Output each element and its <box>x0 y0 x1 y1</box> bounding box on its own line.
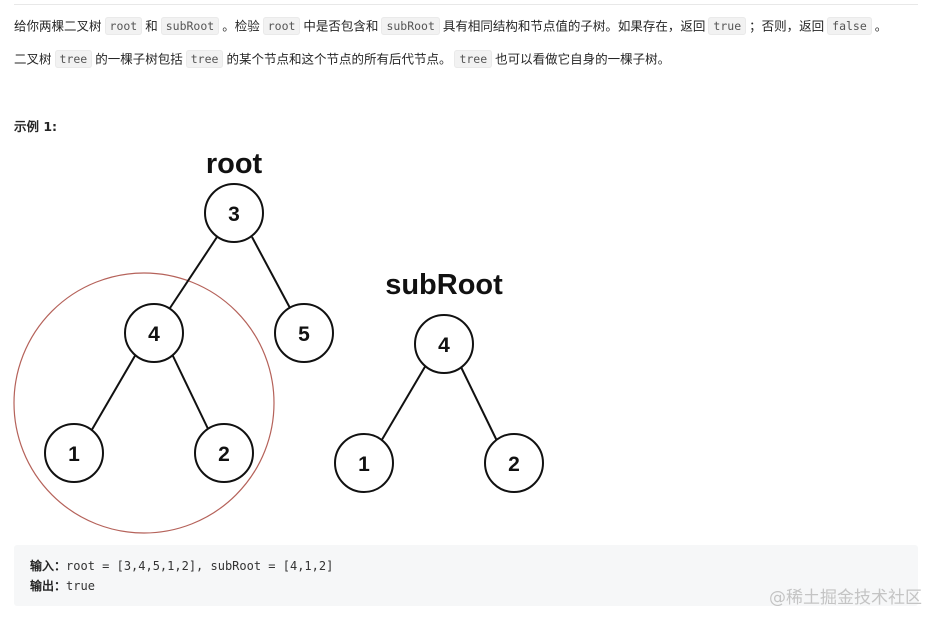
desc-text: 中是否包含和 <box>303 18 379 34</box>
tree-node: 4 <box>414 314 474 374</box>
desc-text: 和 <box>145 18 158 34</box>
desc-text: 的一棵子树包括 <box>95 51 183 67</box>
inline-code: true <box>708 17 747 35</box>
node-value: 4 <box>438 334 450 357</box>
node-value: 1 <box>68 443 80 466</box>
node-value: 4 <box>148 323 160 346</box>
tree-node: 5 <box>274 303 334 363</box>
tree-node: 3 <box>204 183 264 243</box>
input-label: 输入： <box>30 559 67 573</box>
desc-text: 的某个节点和这个节点的所有后代节点。 <box>226 51 452 67</box>
inline-code: tree <box>454 50 493 68</box>
inline-code: false <box>827 17 872 35</box>
inline-code: subRoot <box>160 17 220 35</box>
tree-node: 2 <box>484 433 544 493</box>
desc-text: 给你两棵二叉树 <box>14 18 102 34</box>
inline-code: tree <box>54 50 93 68</box>
desc-text: 。检验 <box>222 18 260 34</box>
example-diagram: root subRoot 3 4 5 1 2 4 1 2 <box>13 148 544 534</box>
inline-code: subRoot <box>381 17 440 35</box>
edge <box>171 353 211 434</box>
edge <box>251 236 291 309</box>
edge <box>379 364 427 444</box>
tree-node: 1 <box>334 433 394 493</box>
edge <box>169 236 218 309</box>
node-value: 2 <box>218 443 230 466</box>
input-line: 输入：root = [3,4,5,1,2], subRoot = [4,1,2] <box>30 557 333 574</box>
edge <box>459 364 499 444</box>
input-value: root = [3,4,5,1,2], subRoot = [4,1,2] <box>66 559 334 573</box>
subroot-tree-label: subRoot <box>385 269 503 301</box>
root-tree-label: root <box>206 148 263 180</box>
edge <box>89 353 137 434</box>
root-tree-edges <box>89 236 291 434</box>
example-io-box: 输入：root = [3,4,5,1,2], subRoot = [4,1,2]… <box>14 545 918 606</box>
highlight-circle <box>13 272 275 534</box>
tree-node: 4 <box>124 303 184 363</box>
desc-text: 二叉树 <box>14 51 52 67</box>
example-title: 示例 1: <box>14 119 58 134</box>
top-divider <box>14 4 918 5</box>
inline-code: root <box>104 17 143 35</box>
output-label: 输出： <box>30 579 67 593</box>
subroot-tree-edges <box>379 364 499 444</box>
output-value: true <box>66 579 95 593</box>
node-value: 3 <box>228 203 240 226</box>
inline-code: tree <box>185 50 224 68</box>
watermark: @稀土掘金技术社区 <box>769 588 922 608</box>
desc-text: 具有相同结构和节点值的子树。如果存在，返回 <box>442 18 706 34</box>
desc-text: ；否则，返回 <box>749 18 825 34</box>
node-value: 5 <box>298 323 310 346</box>
tree-node: 1 <box>44 423 104 483</box>
output-line: 输出：true <box>30 577 95 594</box>
desc-text: 也可以看做它自身的一棵子树。 <box>495 51 671 67</box>
inline-code: root <box>262 17 301 35</box>
tree-node: 2 <box>194 423 254 483</box>
node-value: 2 <box>508 453 520 476</box>
desc-text: 。 <box>874 18 888 34</box>
node-value: 1 <box>358 453 370 476</box>
